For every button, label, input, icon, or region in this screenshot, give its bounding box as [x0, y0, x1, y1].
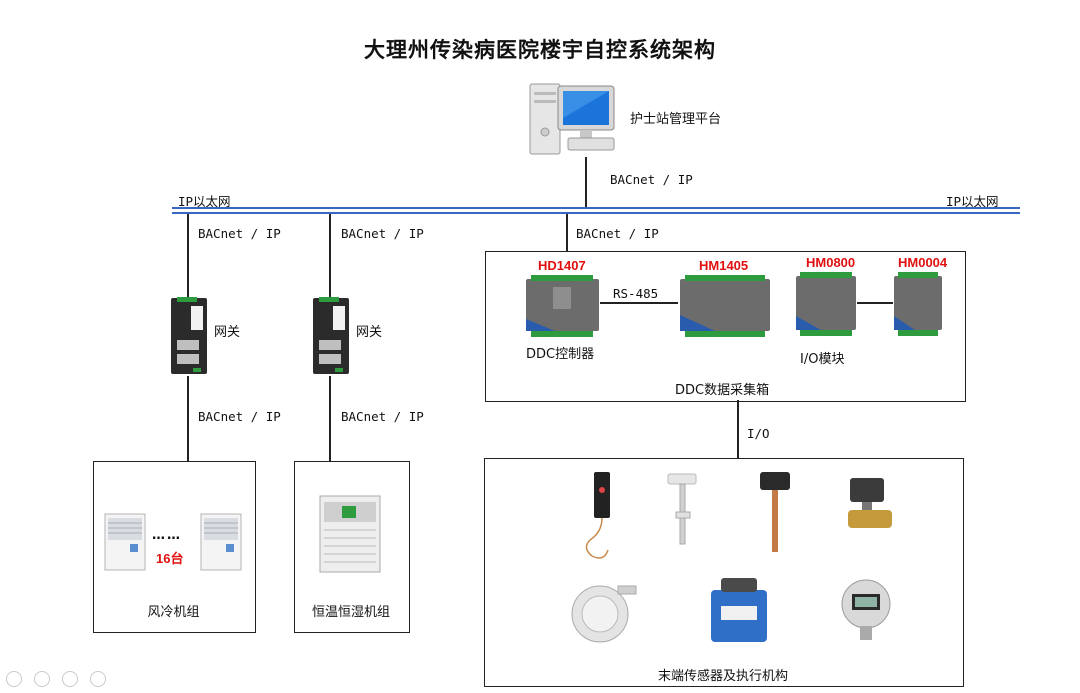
viewer-controls [6, 671, 106, 687]
immersion-sensor-icon [760, 472, 790, 552]
chiller-count: 16台 [156, 551, 184, 566]
ethernet-line-bottom [172, 212, 1020, 214]
gateway-1-label: 网关 [214, 325, 241, 340]
gateway-2-bottom-link: BACnet / IP [341, 409, 424, 424]
workstation-link-label: BACnet / IP [610, 172, 693, 187]
io-module-icon [680, 275, 770, 337]
gateway-1-top-line [187, 214, 189, 300]
duct-sensor-icon [667, 473, 697, 545]
pressure-gauge-icon [841, 579, 891, 640]
io-line [737, 400, 739, 458]
hvac-label: 恒温恒湿机组 [311, 605, 390, 620]
ethernet-label-left: IP以太网 [178, 194, 231, 209]
ddc-box-label: DDC数据采集箱 [675, 383, 770, 398]
workstation-link-line [585, 157, 587, 209]
gateway-1-icon [171, 297, 207, 374]
gateway-2-label: 网关 [356, 325, 383, 340]
chiller-unit-icon [104, 513, 146, 571]
edit-icon[interactable] [6, 671, 22, 687]
ethernet-line-top [172, 207, 1020, 209]
ddc-link-label: BACnet / IP [576, 226, 659, 241]
ddc-controller-icon [526, 275, 599, 337]
io-link-label: I/O [747, 426, 770, 441]
computer-icon [529, 83, 615, 155]
io-module-label: I/O模块 [800, 352, 845, 367]
gateway-1-bottom-link: BACnet / IP [198, 409, 281, 424]
gateway-2-bottom-line [329, 376, 331, 461]
gateway-1-top-link: BACnet / IP [198, 226, 281, 241]
model-hm0004: HM0004 [898, 255, 948, 270]
gateway-1-bottom-line [187, 376, 189, 461]
model-hd1407: HD1407 [538, 258, 586, 273]
actuator-icon [711, 578, 767, 642]
valve-actuator-icon [848, 478, 892, 528]
rs485-bus-line [600, 302, 678, 304]
room-sensor-icon [585, 472, 610, 559]
ddc-controller-label: DDC控制器 [526, 347, 595, 362]
sensors-label: 末端传感器及执行机构 [657, 669, 788, 684]
io-link-line [857, 302, 893, 304]
diagram-title: 大理州传染病医院楼宇自控系统架构 [364, 38, 716, 62]
more-icon[interactable] [90, 671, 106, 687]
chiller-unit-icon [200, 513, 242, 571]
hvac-unit-icon [319, 495, 381, 573]
ethernet-label-right: IP以太网 [946, 194, 999, 209]
io-module-icon [796, 272, 856, 336]
rotate-icon[interactable] [34, 671, 50, 687]
zoom-icon[interactable] [62, 671, 78, 687]
chiller-label: 风冷机组 [147, 605, 200, 620]
workstation-label: 护士站管理平台 [630, 112, 722, 127]
ddc-link-line [566, 214, 568, 251]
rs485-label: RS-485 [613, 286, 659, 301]
gateway-2-top-line [329, 214, 331, 300]
model-hm1405: HM1405 [699, 258, 749, 273]
chiller-dots: …… [152, 528, 182, 543]
pressure-switch-icon [571, 585, 637, 643]
model-hm0800: HM0800 [806, 255, 856, 270]
io-module-icon [894, 272, 942, 336]
gateway-2-top-link: BACnet / IP [341, 226, 424, 241]
gateway-2-icon [313, 297, 349, 374]
